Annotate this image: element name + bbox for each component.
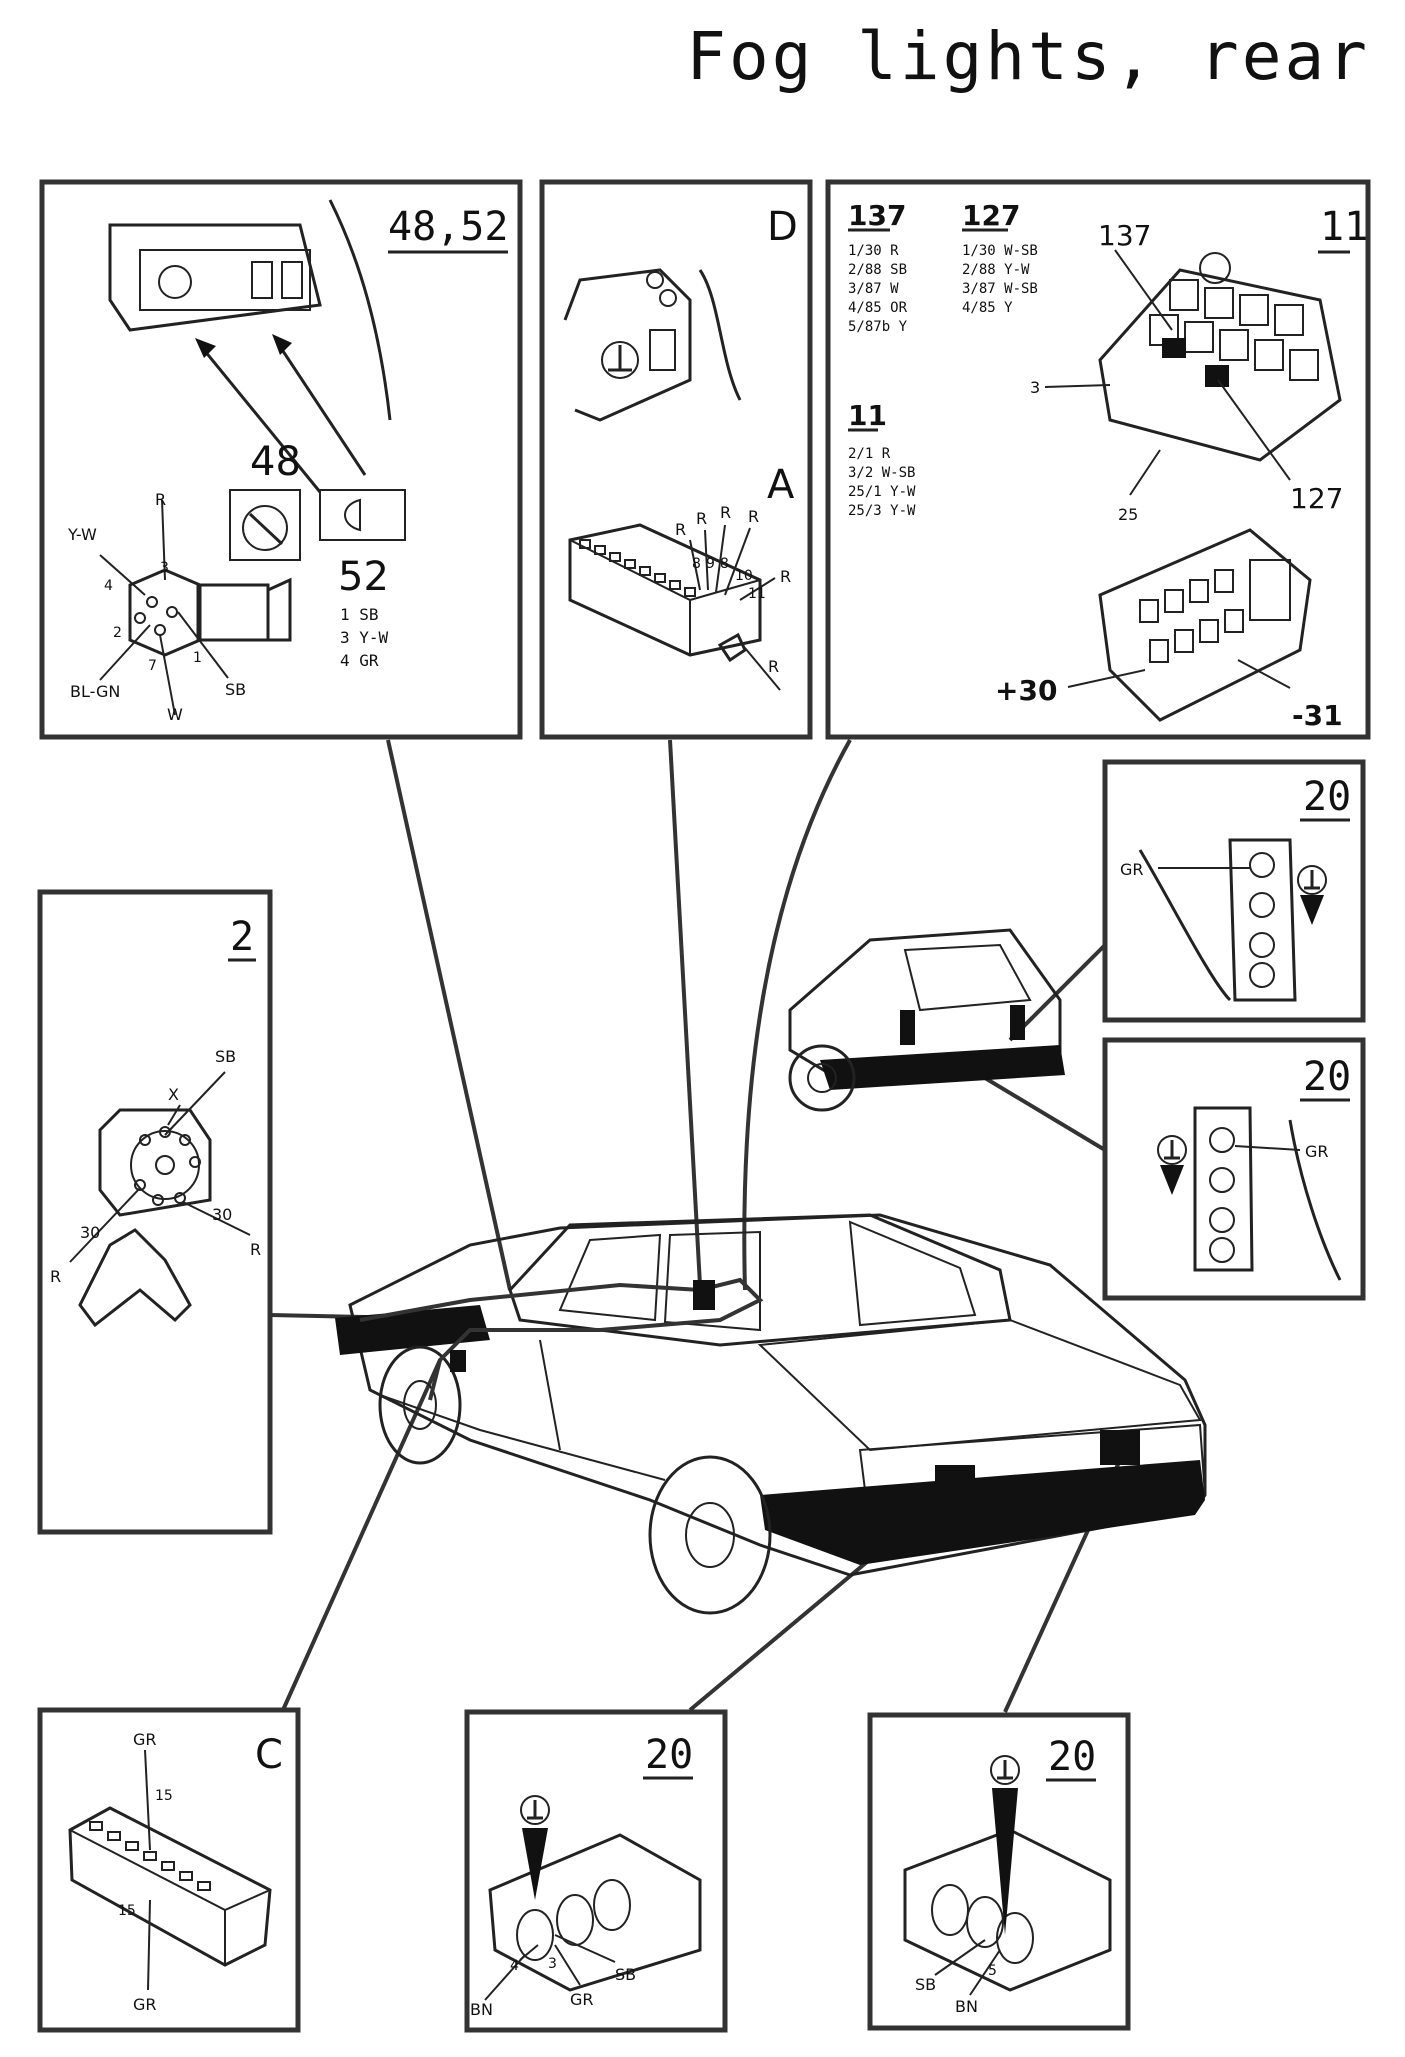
panel-switch: 48,52 48 52 1 SB 3 Y-W 4 GR <box>39 179 523 740</box>
sedan-right-id: 20 <box>1048 1734 1096 1780</box>
pin-a-r1: R <box>675 520 686 539</box>
r11-row-4: 25/3 Y-W <box>848 503 916 519</box>
c-15-bottom: 15 <box>118 1903 136 1919</box>
callout-plus30: +30 <box>995 674 1057 707</box>
wagon-car-drawing <box>788 928 1065 1112</box>
sedan-left-sb: SB <box>615 1965 636 1984</box>
panel-wagon-lamp-bottom: 20 GR <box>1102 1037 1366 1301</box>
pin-a-r4: R <box>748 507 759 526</box>
r137-row-2: 2/88 SB <box>848 262 907 278</box>
legend-2: 3 Y-W <box>340 628 389 647</box>
r137-row-3: 3/87 W <box>848 281 899 297</box>
sedan-right-sb: SB <box>915 1975 936 1994</box>
callout-127: 127 <box>1290 482 1343 515</box>
wagon-bottom-gr: GR <box>1305 1142 1329 1161</box>
switch-52-label: 52 <box>338 554 389 600</box>
pin-a-11: 11 <box>748 586 766 602</box>
callout-minus31: -31 <box>1292 699 1343 732</box>
r11-row-1: 2/1 R <box>848 446 891 462</box>
c-15-top: 15 <box>155 1788 173 1804</box>
sedan-left-3: 3 <box>548 1956 557 1972</box>
r11-row-2: 3/2 W-SB <box>848 465 915 481</box>
leader-lines <box>269 739 1122 1713</box>
panel-relays-id: 11 <box>1320 204 1368 250</box>
sedan-car-drawing <box>335 1213 1207 1615</box>
panel-ignition: 2 SB X 30 30 R R <box>37 889 273 1535</box>
pin-label-4: 4 <box>104 578 113 594</box>
pin-a-10: 10 <box>735 568 753 584</box>
pin-label-w: W <box>167 705 183 724</box>
pin-a-r5: R <box>780 567 791 586</box>
panel-ignition-id: 2 <box>230 914 254 960</box>
pin-a-8b: 8 <box>720 556 729 572</box>
callout-3: 3 <box>1030 378 1040 397</box>
pin-label-sb: SB <box>225 680 246 699</box>
wagon-top-gr: GR <box>1120 860 1144 879</box>
wagon-bottom-id: 20 <box>1303 1054 1351 1100</box>
sedan-left-id: 20 <box>645 1732 693 1778</box>
r11-row-3: 25/1 Y-W <box>848 484 916 500</box>
relay-137-label: 137 <box>848 199 906 232</box>
r127-row-1: 1/30 W-SB <box>962 243 1038 259</box>
ign-30-left: 30 <box>80 1223 100 1242</box>
panel-sedan-lamp-left: 20 BN 4 3 GR SB <box>464 1709 728 2033</box>
pin-a-8a: 8 <box>692 556 701 572</box>
pin-label-1: 1 <box>193 650 202 666</box>
pin-a-r3: R <box>720 503 731 522</box>
c-gr-bottom: GR <box>133 1995 157 2014</box>
legend-1: 1 SB <box>340 605 379 624</box>
page-title: Fog lights, rear <box>686 18 1370 95</box>
ign-sb: SB <box>215 1047 236 1066</box>
ign-30-right: 30 <box>212 1205 232 1224</box>
sedan-right-bn: BN <box>955 1997 978 2016</box>
pin-label-r: R <box>155 490 166 509</box>
ign-r-left: R <box>50 1267 61 1286</box>
pin-label-2: 2 <box>113 625 122 641</box>
panel-connector-d: D A <box>539 179 813 740</box>
panel-a-id: A <box>767 462 795 508</box>
r127-row-4: 4/85 Y <box>962 300 1013 316</box>
panel-connector-c: C GR 15 15 GR <box>37 1707 301 2033</box>
r137-row-1: 1/30 R <box>848 243 899 259</box>
c-gr-top: GR <box>133 1730 157 1749</box>
sedan-left-bn: BN <box>470 2000 493 2019</box>
panel-sedan-lamp-right: 20 SB BN 5 <box>867 1712 1131 2031</box>
sedan-right-5: 5 <box>988 1963 997 1979</box>
panel-relays: 11 137 1/30 R 2/88 SB 3/87 W 4/85 OR 5/8… <box>825 179 1371 740</box>
callout-25: 25 <box>1118 505 1138 524</box>
ign-r-right: R <box>250 1240 261 1259</box>
legend-3: 4 GR <box>340 651 379 670</box>
pin-label-3: 3 <box>160 560 169 576</box>
r137-row-5: 5/87b Y <box>848 319 908 335</box>
relay-11-label: 11 <box>848 399 887 432</box>
switch-48-label: 48 <box>250 439 301 485</box>
panel-wagon-lamp-top: 20 GR <box>1102 759 1366 1023</box>
ign-x: X <box>168 1085 179 1104</box>
pin-a-9: 9 <box>706 556 715 572</box>
relay-127-label: 127 <box>962 199 1020 232</box>
r137-row-4: 4/85 OR <box>848 300 908 316</box>
pin-label-yw: Y-W <box>67 525 97 544</box>
pin-a-r6: R <box>768 657 779 676</box>
panel-c-id: C <box>255 1732 283 1778</box>
r127-row-2: 2/88 Y-W <box>962 262 1030 278</box>
panel-switch-id: 48,52 <box>388 204 508 250</box>
panel-d-id: D <box>767 204 798 250</box>
wagon-top-id: 20 <box>1303 774 1351 820</box>
callout-137: 137 <box>1098 219 1151 252</box>
sedan-left-4: 4 <box>510 1958 519 1974</box>
pin-label-blgn: BL-GN <box>70 682 120 701</box>
sedan-left-gr: GR <box>570 1990 594 2009</box>
r127-row-3: 3/87 W-SB <box>962 281 1038 297</box>
pin-label-7: 7 <box>148 658 157 674</box>
pin-a-r2: R <box>696 509 707 528</box>
